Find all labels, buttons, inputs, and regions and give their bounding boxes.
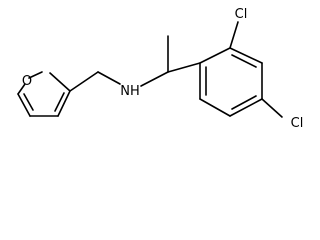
bond-c2-ch2 [69,71,99,92]
bond-c3-c4 [57,90,71,117]
oxygen-label: O [22,74,32,89]
bond-ch2-n [97,71,121,85]
bond-b2-b3-inner [231,54,257,68]
bond-c5-c6-inner [23,93,34,111]
bond-b4-b5-inner [231,95,257,110]
bond-c2-c3 [49,72,71,92]
bond-b2-cl [229,21,239,49]
benzene-ring [199,47,263,117]
bond-c5-c6 [17,93,31,117]
bond-c3-c4-inner [54,92,65,112]
bond-c6-o [17,83,26,95]
bond-b4-b5 [229,98,263,117]
bond-o-c2 [28,71,43,79]
bond-b5-b6 [199,98,231,117]
bond-n-ch [140,71,169,87]
molecule-structure: O NH Cl Cl [17,7,304,131]
furan-ring [17,71,71,117]
bond-ch-ring [167,62,201,73]
bond-b4-cl [261,98,283,118]
amine-label: NH [120,84,140,99]
chlorine-ortho-label: Cl [235,7,248,22]
bond-b1-b2 [199,47,231,64]
bond-b2-b3 [229,47,263,64]
chlorine-para-label: Cl [291,116,304,131]
